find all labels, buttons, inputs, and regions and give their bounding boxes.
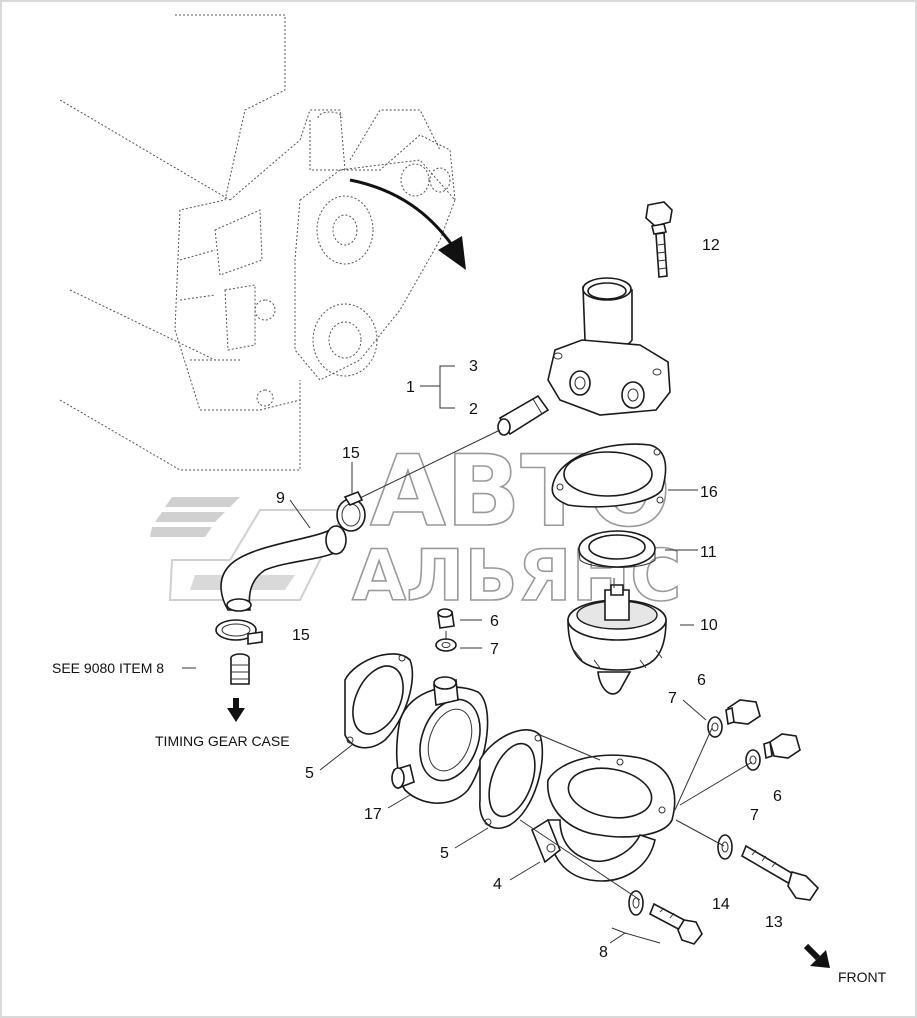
part-12-bolt <box>645 201 673 278</box>
thermostat-housing <box>547 277 671 416</box>
label-5-right: 5 <box>440 845 449 862</box>
part-9-hose <box>220 525 347 612</box>
label-7-upper-right: 7 <box>668 690 677 707</box>
label-3: 3 <box>469 358 478 375</box>
label-15-upper: 15 <box>342 445 360 462</box>
label-6-center: 6 <box>490 613 499 630</box>
part-4-elbow-housing <box>531 754 676 882</box>
part-14-bolt <box>648 902 703 945</box>
label-6-upper-right: 6 <box>697 672 706 689</box>
leader-line-tube <box>359 429 501 499</box>
label-2: 2 <box>469 401 478 418</box>
label-1: 1 <box>406 379 415 396</box>
label-7-mid-right: 7 <box>750 807 759 824</box>
label-8: 8 <box>599 944 608 961</box>
note-see-reference: SEE 9080 ITEM 8 <box>52 660 164 676</box>
part-10-thermostat <box>567 584 667 695</box>
part-11-seal-ring <box>578 530 656 568</box>
fitting-see-9080 <box>230 653 250 685</box>
part-17-adapter <box>391 676 489 804</box>
label-6-mid-right: 6 <box>773 788 782 805</box>
part-13-bolt <box>741 844 820 901</box>
label-4: 4 <box>493 876 502 893</box>
part-7-washer-lower-right <box>717 834 733 860</box>
label-14: 14 <box>712 896 730 913</box>
part-labels: 1 3 2 12 15 9 16 11 10 6 7 15 6 7 6 7 5 … <box>276 237 783 961</box>
part-7-washer-upper-right <box>707 716 723 738</box>
part-6-plug-mid-right <box>763 733 801 760</box>
part-6-plug-upper-right <box>725 699 761 726</box>
label-10: 10 <box>700 617 718 634</box>
part-6-plug-center <box>437 608 455 629</box>
engine-block-outline <box>59 14 456 471</box>
part-15-clamp-upper <box>336 490 366 532</box>
direction-arrow-to-housing <box>349 178 466 270</box>
note-front: FRONT <box>838 969 887 985</box>
part-5-gasket-right <box>479 729 544 829</box>
notes: SEE 9080 ITEM 8 TIMING GEAR CASE FRONT <box>52 660 887 985</box>
label-17: 17 <box>364 806 382 823</box>
part-15-clamp-lower <box>215 619 263 645</box>
part-5-gasket-left <box>344 653 414 749</box>
part-7-washer-mid-right <box>745 749 761 771</box>
label-5-left: 5 <box>305 765 314 782</box>
part-16-gasket <box>551 443 667 508</box>
label-15-lower: 15 <box>292 627 310 644</box>
part-2-tube <box>497 394 550 436</box>
part-8-washer <box>628 890 644 916</box>
label-7-center: 7 <box>490 641 499 658</box>
arrow-down-timing-case <box>227 698 245 722</box>
leader-lines <box>182 365 707 944</box>
label-12: 12 <box>702 237 720 254</box>
label-13: 13 <box>765 914 783 931</box>
front-arrow-icon <box>803 943 830 968</box>
label-9: 9 <box>276 490 285 507</box>
note-timing-gear-case: TIMING GEAR CASE <box>155 733 290 749</box>
part-7-washer-center <box>435 638 457 652</box>
label-16: 16 <box>700 484 718 501</box>
assembly-lines <box>445 578 753 901</box>
label-11: 11 <box>700 544 717 561</box>
